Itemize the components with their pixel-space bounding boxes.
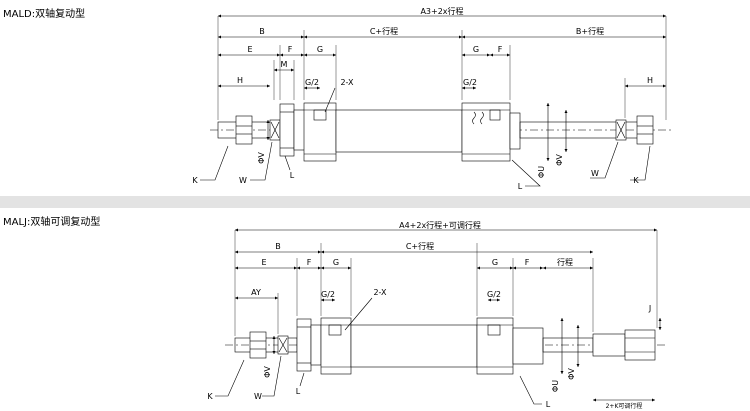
dim-phi-v-right: ΦV: [555, 154, 564, 166]
label-l-right: L: [546, 400, 551, 409]
dim-c-stroke: C+行程: [370, 26, 398, 36]
dim-g-right: G: [473, 45, 479, 54]
label-w-left: W: [239, 176, 247, 185]
label-l-left: L: [296, 387, 301, 396]
dim-phi-v-right: ΦV: [567, 368, 576, 380]
label-l-left: L: [290, 171, 295, 180]
diagram-mald: MALD:双轴复动型: [0, 0, 750, 196]
dim-c-stroke: C+行程: [406, 241, 434, 251]
dim-g-left: G: [333, 258, 339, 267]
dim-g-right: G: [492, 258, 498, 267]
dim-g2-left: G/2: [321, 290, 335, 299]
label-k: K: [207, 392, 213, 401]
dim-overall: A4+2x行程+可调行程: [399, 220, 481, 230]
dim-phi-v-left: ΦV: [263, 366, 272, 378]
dim-adjust: 2+K可调行程: [606, 402, 643, 410]
dim-b: B: [275, 242, 281, 251]
label-k-right: K: [633, 176, 639, 185]
panel1-title: MALD:双轴复动型: [3, 9, 86, 20]
label-l-right: L: [518, 182, 523, 191]
label-k-left: K: [192, 176, 198, 185]
panel-separator: [0, 196, 750, 208]
dim-f-left: F: [307, 258, 312, 267]
dim-stroke: 行程: [557, 257, 573, 267]
dim-f-right: F: [498, 45, 503, 54]
dim-g2-right: G/2: [487, 290, 501, 299]
label-w-right: W: [591, 169, 599, 178]
panel2-title: MALJ:双轴可调复动型: [3, 217, 101, 228]
dim-g2-right: G/2: [463, 78, 477, 87]
dim-e: E: [247, 45, 252, 54]
dim-phi-u: ΦU: [551, 380, 560, 392]
dim-b: B: [259, 27, 265, 36]
dim-j: J: [648, 304, 651, 313]
dim-h-left: H: [237, 76, 243, 85]
label-port: 2-X: [373, 288, 387, 297]
dim-f-left: F: [288, 45, 293, 54]
dim-phi-v-left: ΦV: [257, 152, 266, 164]
dim-ay: AY: [251, 288, 261, 297]
dim-g-left: G: [317, 45, 323, 54]
dim-phi-u: ΦU: [537, 166, 546, 178]
malj-drawing: A4+2x行程+可调行程 B C+行程 E F G G F 行程 AY G/2 …: [207, 220, 668, 410]
label-w: W: [254, 392, 262, 401]
dim-h-right: H: [647, 76, 653, 85]
dim-f-right: F: [525, 258, 530, 267]
dim-b-stroke: B+行程: [576, 26, 604, 36]
dim-e: E: [261, 258, 266, 267]
label-port: 2-X: [340, 78, 354, 87]
dim-g2-left: G/2: [305, 78, 319, 87]
mald-drawing: A3+2x行程 B C+行程 B+行程 E F G G F M H H G/2 …: [192, 6, 672, 191]
dim-m: M: [281, 60, 288, 69]
dim-overall: A3+2x行程: [420, 6, 463, 16]
diagram-malj: MALJ:双轴可调复动型: [0, 208, 750, 411]
